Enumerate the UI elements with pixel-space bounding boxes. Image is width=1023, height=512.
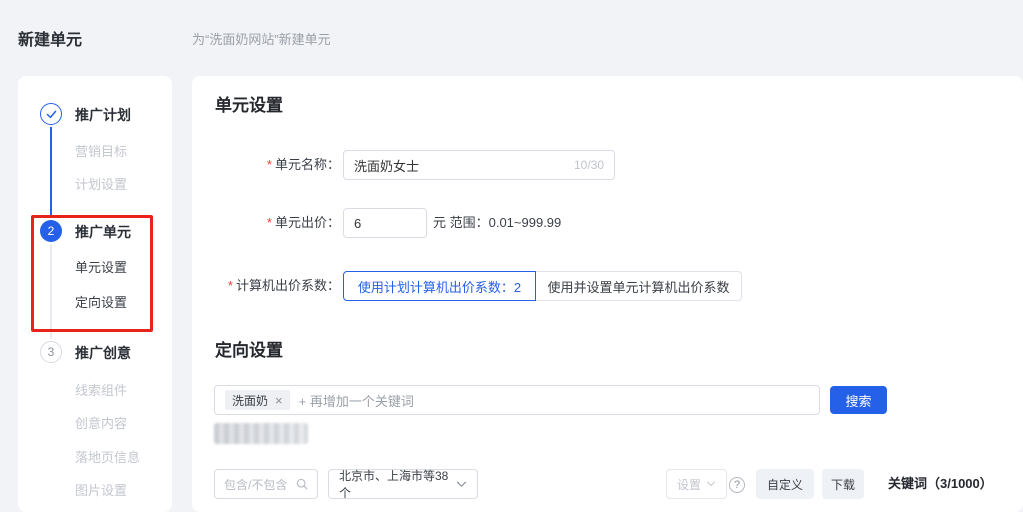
sidebar-step-unit[interactable]: 推广单元 — [75, 224, 131, 240]
keyword-count: 关键词（3/1000） — [888, 476, 993, 491]
sidebar-item-image-settings[interactable]: 图片设置 — [75, 483, 128, 498]
unit-bid-label: *单元出价： — [266, 215, 340, 230]
remove-keyword-icon[interactable]: × — [275, 392, 283, 408]
sidebar-step-plan[interactable]: 推广计划 — [75, 107, 131, 123]
sidebar-item-unit-settings[interactable]: 单元设置 — [75, 260, 128, 275]
main-form-panel: 单元设置 *单元名称： 洗面奶女士 10/30 *单元出价： 6 元 范围：0.… — [192, 76, 1023, 512]
keyword-input[interactable]: 洗面奶 × + 再增加一个关键词 — [214, 385, 820, 415]
chevron-down-icon — [456, 481, 467, 488]
include-exclude-filter-input[interactable]: 包含/不包含 — [214, 469, 318, 499]
bid-range-hint: 元 范围：0.01~999.99 — [433, 215, 562, 230]
required-mark: * — [227, 278, 233, 293]
sidebar-item-lead-component[interactable]: 线索组件 — [75, 383, 128, 398]
unit-settings-title: 单元设置 — [215, 96, 283, 115]
use-plan-coef-button[interactable]: 使用计划计算机出价系数：2 — [343, 271, 536, 301]
sidebar-item-landing-page[interactable]: 落地页信息 — [75, 450, 141, 465]
computer-coef-label: *计算机出价系数： — [227, 278, 340, 293]
filter-placeholder: 包含/不包含 — [224, 477, 288, 492]
step-connector-todo — [50, 244, 52, 339]
region-selector[interactable]: 北京市、上海市等38个 — [328, 469, 478, 500]
unit-name-input[interactable]: 洗面奶女士 10/30 — [343, 150, 615, 180]
keyword-chip[interactable]: 洗面奶 × — [225, 390, 290, 410]
search-button[interactable]: 搜索 — [830, 386, 887, 414]
keyword-placeholder: + 再增加一个关键词 — [298, 393, 414, 409]
customize-button[interactable]: 自定义 — [756, 469, 814, 499]
download-button[interactable]: 下载 — [822, 469, 864, 499]
help-icon[interactable]: ? — [729, 477, 745, 493]
redacted-text — [214, 423, 308, 444]
keyword-chip-label: 洗面奶 — [232, 393, 269, 408]
set-unit-coef-button[interactable]: 使用并设置单元计算机出价系数 — [535, 271, 742, 301]
region-selector-value: 北京市、上海市等38个 — [339, 469, 449, 500]
chevron-down-icon — [706, 481, 716, 487]
step-connector-done — [50, 127, 52, 218]
unit-name-counter: 10/30 — [573, 158, 604, 172]
sidebar-item-marketing-goal[interactable]: 营销目标 — [75, 144, 128, 159]
unit-bid-input[interactable]: 6 — [343, 208, 427, 238]
sidebar-item-creative-content[interactable]: 创意内容 — [75, 416, 128, 431]
step2-number-circle: 2 — [40, 220, 62, 242]
unit-name-value: 洗面奶女士 — [354, 158, 420, 174]
settings-dropdown-button[interactable]: 设置 — [666, 469, 727, 499]
step-sidebar: 推广计划 营销目标 计划设置 2 推广单元 单元设置 定向设置 3 推广创意 线… — [18, 76, 172, 512]
required-mark: * — [266, 215, 272, 230]
sidebar-step-creative[interactable]: 推广创意 — [75, 345, 131, 361]
page-subtitle: 为“洗面奶网站”新建单元 — [192, 32, 331, 47]
unit-name-label: *单元名称： — [266, 157, 340, 172]
search-magnifier-icon — [296, 478, 308, 490]
unit-bid-value: 6 — [354, 215, 362, 231]
page-title: 新建单元 — [18, 32, 83, 49]
check-icon — [46, 110, 57, 119]
step1-check-circle — [40, 103, 62, 125]
required-mark: * — [266, 157, 272, 172]
targeting-settings-title: 定向设置 — [215, 341, 283, 360]
step3-number-circle: 3 — [40, 341, 62, 363]
settings-button-label: 设置 — [676, 477, 701, 492]
sidebar-item-plan-settings[interactable]: 计划设置 — [75, 177, 128, 192]
sidebar-item-targeting-settings[interactable]: 定向设置 — [75, 295, 128, 310]
